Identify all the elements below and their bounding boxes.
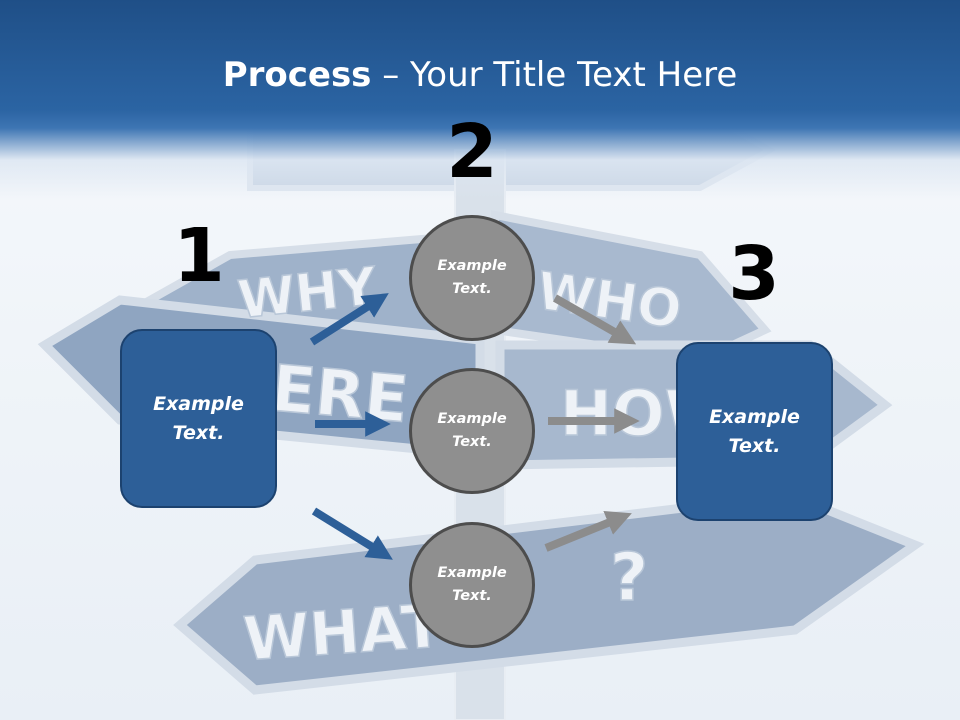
step-2-circle-bottom-text: Example Text. [437, 565, 507, 604]
step-2-circle-top-text: Example Text. [437, 258, 507, 297]
step-2-circle-bottom: Example Text. [409, 522, 535, 648]
sign-what [173, 490, 925, 695]
header-band [0, 0, 960, 200]
step-1-box-text: Example Text. [153, 392, 244, 444]
step-1-box: Example Text. [120, 329, 277, 508]
arrow-box1-to-circle-bottom [311, 507, 393, 560]
step-number-1: 1 [173, 213, 225, 299]
step-number-2: 2 [446, 109, 498, 195]
title-bold: Process [222, 55, 372, 95]
step-2-circle-middle-text: Example Text. [437, 411, 507, 450]
arrow-circle-top-to-box3 [553, 294, 637, 345]
step-3-box-text: Example Text. [709, 405, 800, 457]
step-3-box: Example Text. [676, 342, 833, 521]
slide-title: Process – Your Title Text Here [0, 52, 960, 98]
arrow-box1-to-circle-top [309, 293, 389, 346]
arrow-circle-bottom-to-box3 [544, 510, 632, 552]
step-2-circle-middle: Example Text. [409, 368, 535, 494]
sign-question-text: ? [610, 539, 648, 616]
step-2-circle-top: Example Text. [409, 215, 535, 341]
title-rest: – Your Title Text Here [371, 55, 738, 95]
step-number-3: 3 [728, 231, 780, 317]
